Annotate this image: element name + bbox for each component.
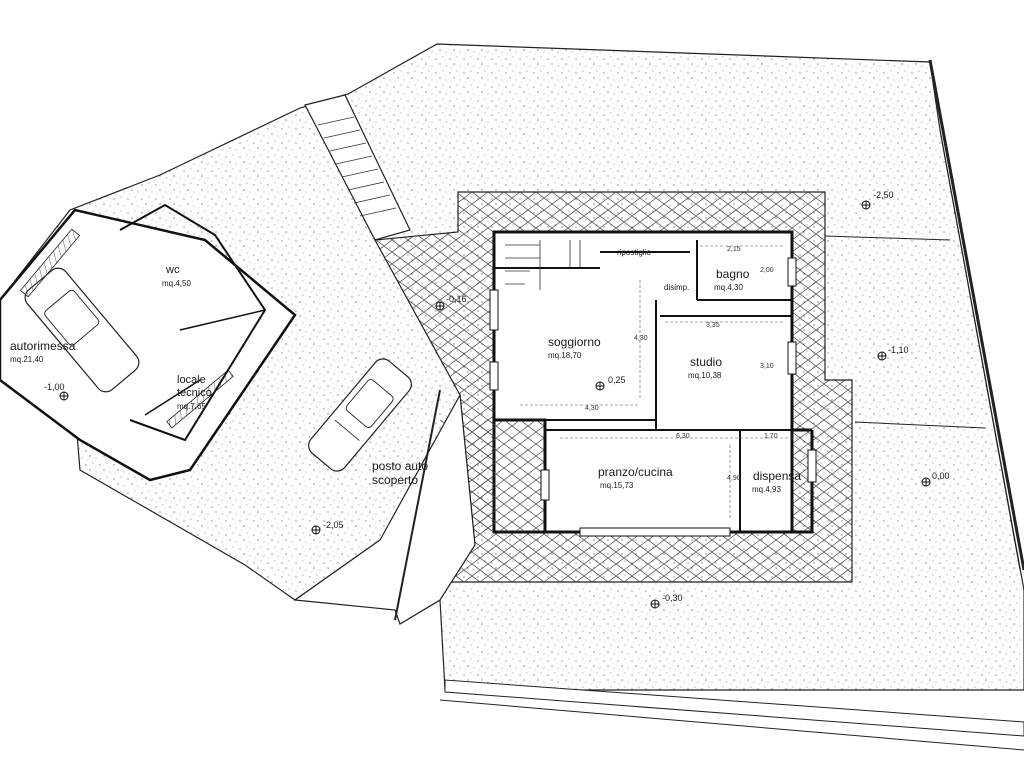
window — [787, 257, 797, 287]
window — [540, 469, 550, 501]
window — [787, 341, 797, 375]
label-scoperto: scoperto — [372, 473, 418, 487]
room-name-soggiorno: soggiorno — [548, 335, 601, 349]
room-area-locale: mq.7,65 — [177, 402, 206, 411]
level-marker: -2,05 — [311, 520, 344, 535]
room-area-pranzo: mq.15,73 — [600, 481, 634, 490]
level-label: -2,50 — [873, 190, 894, 200]
room-name-locale: locale — [177, 374, 206, 386]
room-name-disimp: disimp. — [664, 283, 689, 292]
room-name-wc: wc — [165, 264, 180, 276]
dimension-label: 2,15 — [727, 246, 741, 253]
room-name-dispensa: dispensa — [753, 469, 801, 483]
car-icon — [308, 358, 412, 472]
technical-room-stripe — [166, 369, 234, 429]
level-label: -0,30 — [662, 593, 683, 603]
exterior-stair — [304, 94, 411, 241]
room-area-bagno: mq.4,30 — [714, 283, 743, 292]
room-area-soggiorno: mq.18,70 — [548, 351, 582, 360]
level-label: -1,00 — [44, 382, 65, 392]
window — [489, 361, 499, 391]
room-name-bagno: bagno — [716, 267, 750, 281]
ramp-wall — [394, 389, 441, 621]
garage-building — [0, 208, 297, 482]
dimension-label: 4,30 — [585, 405, 599, 412]
dimension-label: 3,35 — [706, 322, 720, 329]
window — [579, 527, 731, 537]
room-area-studio: mq.10,38 — [688, 371, 722, 380]
room-area-dispensa: mq.4,93 — [752, 485, 781, 494]
dimension-label: 2,00 — [760, 267, 774, 274]
terrace-line-north — [824, 235, 951, 241]
boundary-line — [439, 699, 1024, 751]
room-name-tecnico: tecnico — [177, 387, 212, 399]
level-marker: 0,25 — [595, 375, 626, 391]
room-name-ripostiglio: ripostiglio — [617, 248, 651, 257]
level-marker: -1,10 — [877, 345, 909, 361]
retaining-wall-inner — [939, 129, 1021, 571]
room-area-autorimessa: mq.21,40 — [10, 355, 44, 364]
garage-room-div — [144, 309, 266, 416]
room-name-studio: studio — [690, 355, 722, 369]
level-label: 0,00 — [932, 471, 950, 481]
window — [489, 289, 499, 331]
level-marker: 0,00 — [921, 471, 950, 487]
room-name-autorimessa: autorimessa — [10, 339, 76, 353]
level-label: -1,10 — [888, 345, 909, 355]
level-label: 0,25 — [608, 375, 626, 385]
perimeter-walkway — [444, 679, 1024, 737]
dimension-label: 6,30 — [676, 433, 690, 440]
level-label: -2,05 — [323, 520, 344, 530]
level-marker: -0,16 — [435, 294, 467, 311]
room-area-wc: mq.4,50 — [162, 279, 191, 288]
dimension-label: 4,90 — [727, 475, 741, 482]
room-name-pranzo: pranzo/cucina — [598, 465, 673, 479]
dimension-label: 4,30 — [634, 335, 648, 342]
terrace-line-east — [854, 421, 986, 429]
level-label: -0,16 — [446, 294, 467, 304]
garage-door-stripe — [19, 228, 81, 298]
stair-treads — [317, 116, 397, 217]
window — [807, 449, 817, 483]
retaining-wall — [928, 59, 1024, 571]
dimension-label: 1,70 — [764, 433, 778, 440]
dimension-label: 3,10 — [760, 363, 774, 370]
garage-wall-inner — [119, 203, 267, 442]
level-marker: -0,30 — [650, 593, 683, 609]
level-marker: -1,00 — [44, 382, 69, 401]
label-posto-auto: posto auto — [372, 459, 428, 473]
interior-stair — [505, 240, 581, 290]
level-marker: -2,50 — [861, 190, 894, 210]
